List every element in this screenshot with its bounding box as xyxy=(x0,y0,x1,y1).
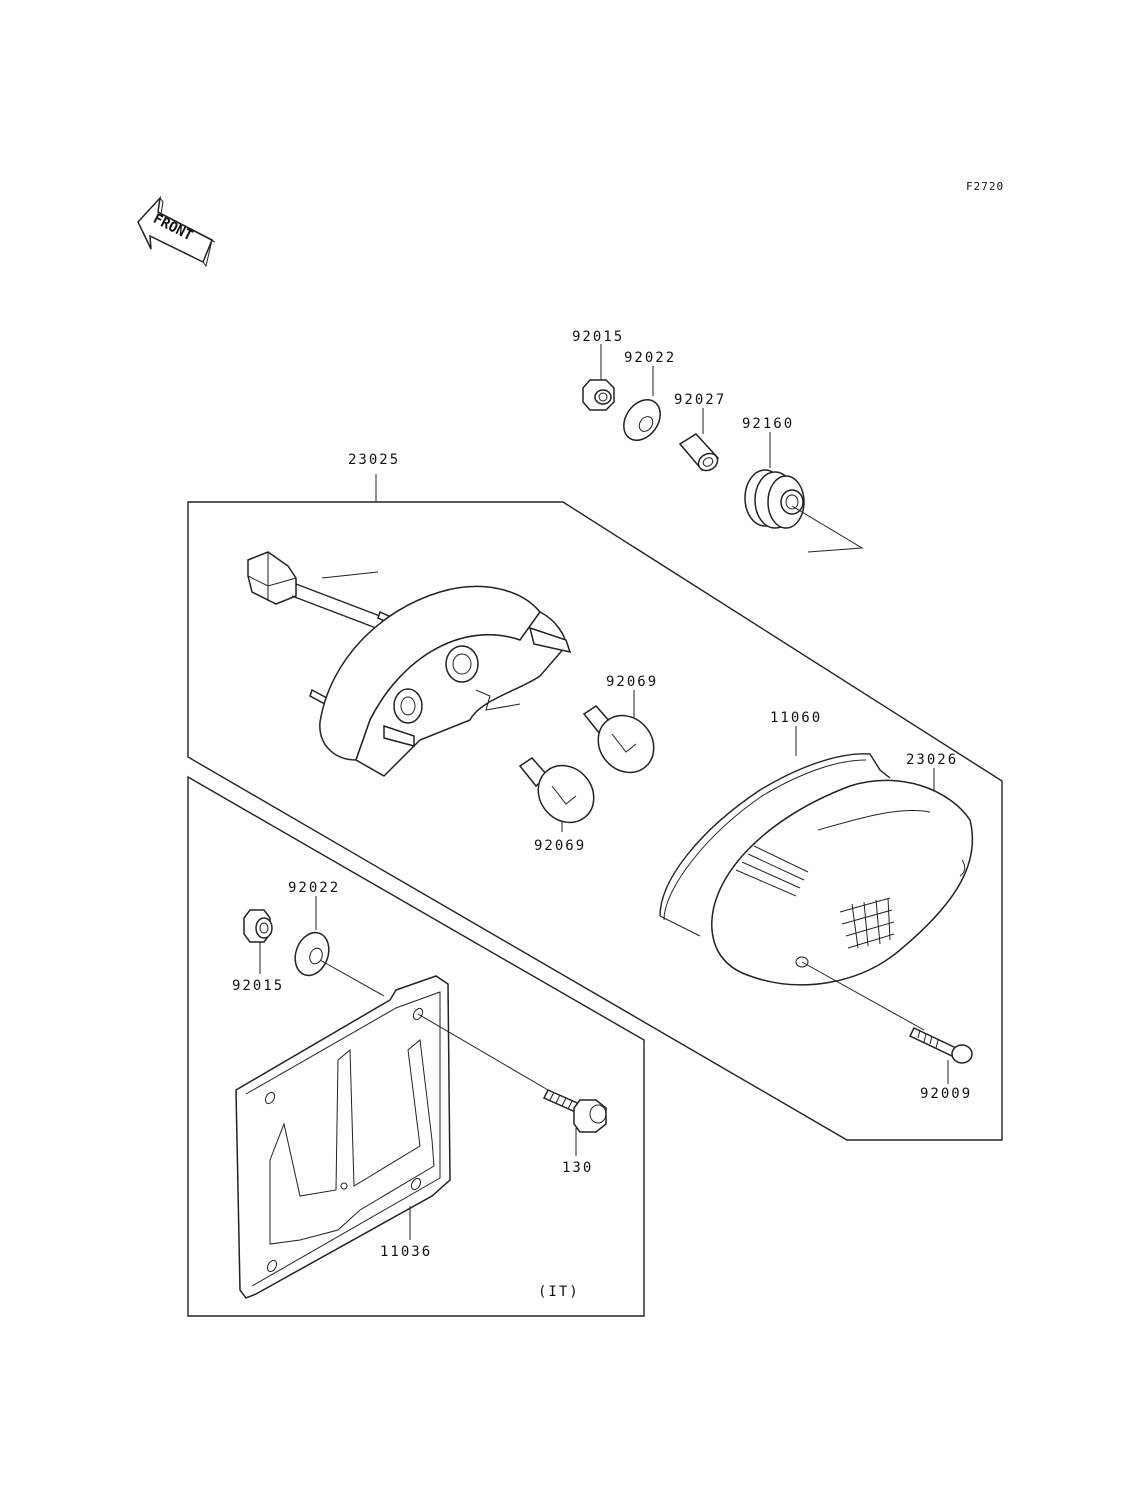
market-note: (IT) xyxy=(538,1284,580,1300)
damper-92160 xyxy=(744,432,864,553)
license-plate-frame xyxy=(187,775,645,1317)
label-92160: 92160 xyxy=(742,416,794,432)
flange-nut-92015-top xyxy=(582,344,615,411)
label-11060: 11060 xyxy=(770,710,822,726)
lamp-housing-23025 xyxy=(247,551,572,777)
label-92022-bottom: 92022 xyxy=(288,880,340,896)
label-92015-bottom: 92015 xyxy=(232,978,284,994)
washer-92022-top xyxy=(623,366,661,441)
lens-23026 xyxy=(711,768,974,1031)
label-130: 130 xyxy=(562,1160,593,1176)
label-23026: 23026 xyxy=(906,752,958,768)
label-92069-lower: 92069 xyxy=(534,838,586,854)
bulb-92069-upper xyxy=(582,690,655,774)
gasket-11060 xyxy=(659,726,891,937)
front-direction-arrow-icon: FRONT xyxy=(137,195,216,268)
screw-92009 xyxy=(908,1027,973,1084)
collar-92027 xyxy=(678,408,720,472)
label-11036: 11036 xyxy=(380,1244,432,1260)
washer-92022-bottom xyxy=(294,896,385,997)
label-92069-upper: 92069 xyxy=(606,674,658,690)
label-23025: 23025 xyxy=(348,452,400,468)
license-bracket-11036 xyxy=(235,975,549,1299)
main-assembly-frame xyxy=(187,501,1003,1141)
label-92027: 92027 xyxy=(674,392,726,408)
figure-code: F2720 xyxy=(966,180,1004,193)
label-92009: 92009 xyxy=(920,1086,972,1102)
bolt-130 xyxy=(542,1089,607,1156)
flange-nut-92015-bottom xyxy=(243,909,273,974)
label-92022-top: 92022 xyxy=(624,350,676,366)
bulb-92069-lower xyxy=(518,757,595,832)
label-92015-top: 92015 xyxy=(572,329,624,345)
